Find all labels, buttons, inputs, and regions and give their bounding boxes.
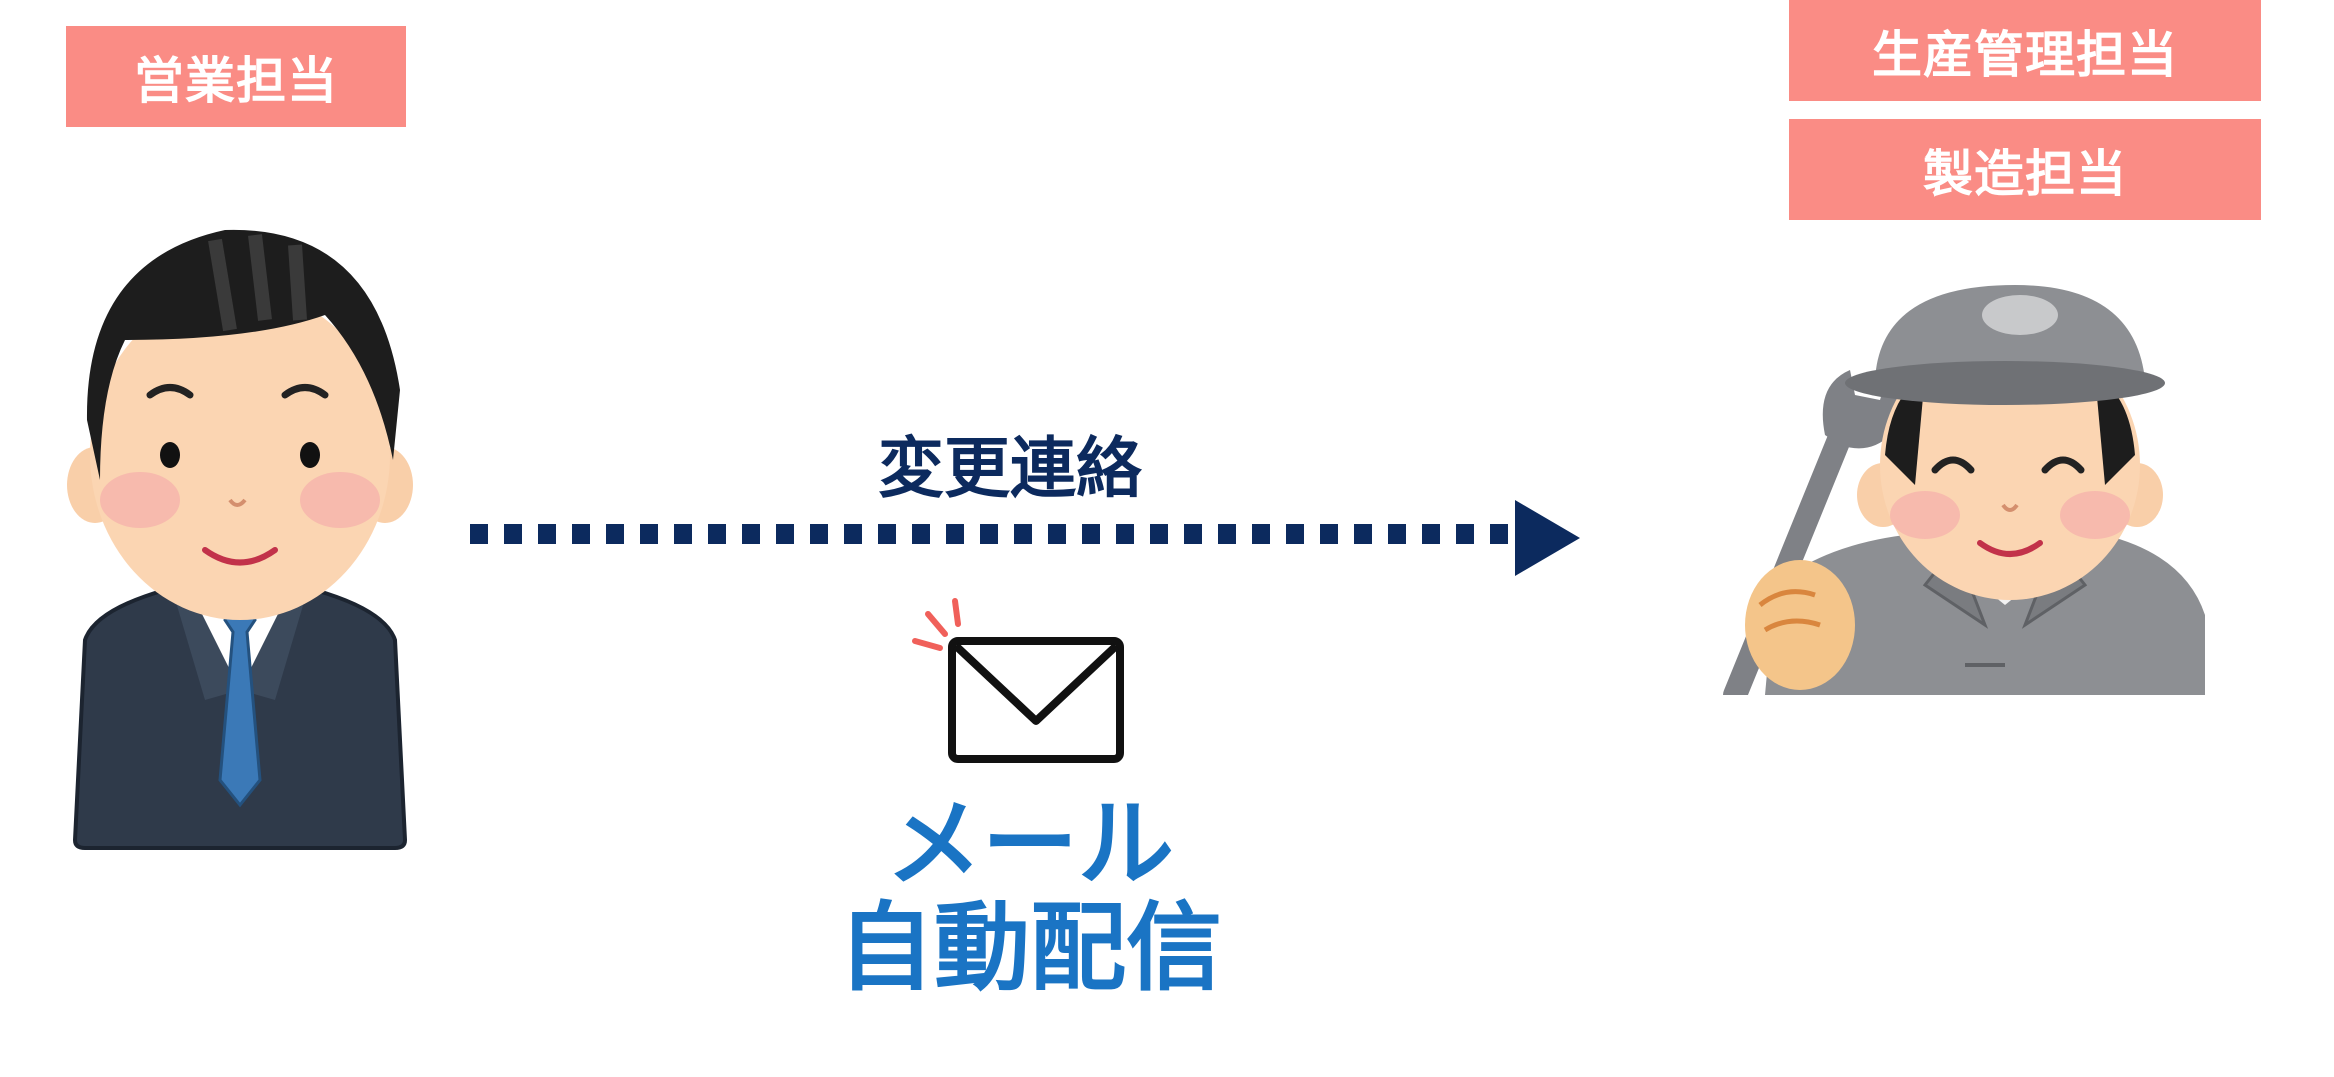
factory-worker-icon: [1723, 285, 2205, 695]
manufacturing-role-label: 製造担当: [1789, 119, 2261, 220]
mail-label-line2: 自動配信: [838, 892, 1222, 1004]
production-control-role-label: 生産管理担当: [1789, 0, 2261, 101]
sales-role-label: 営業担当: [66, 26, 406, 127]
flow-arrow: [470, 500, 1580, 576]
salesperson-icon: [67, 229, 413, 850]
change-notice-label: 変更連絡: [878, 430, 1142, 507]
mail-auto-delivery-label: メール 自動配信: [780, 792, 1280, 1000]
mail-label-line1: メール: [886, 788, 1174, 900]
envelope-icon: [912, 598, 1124, 763]
